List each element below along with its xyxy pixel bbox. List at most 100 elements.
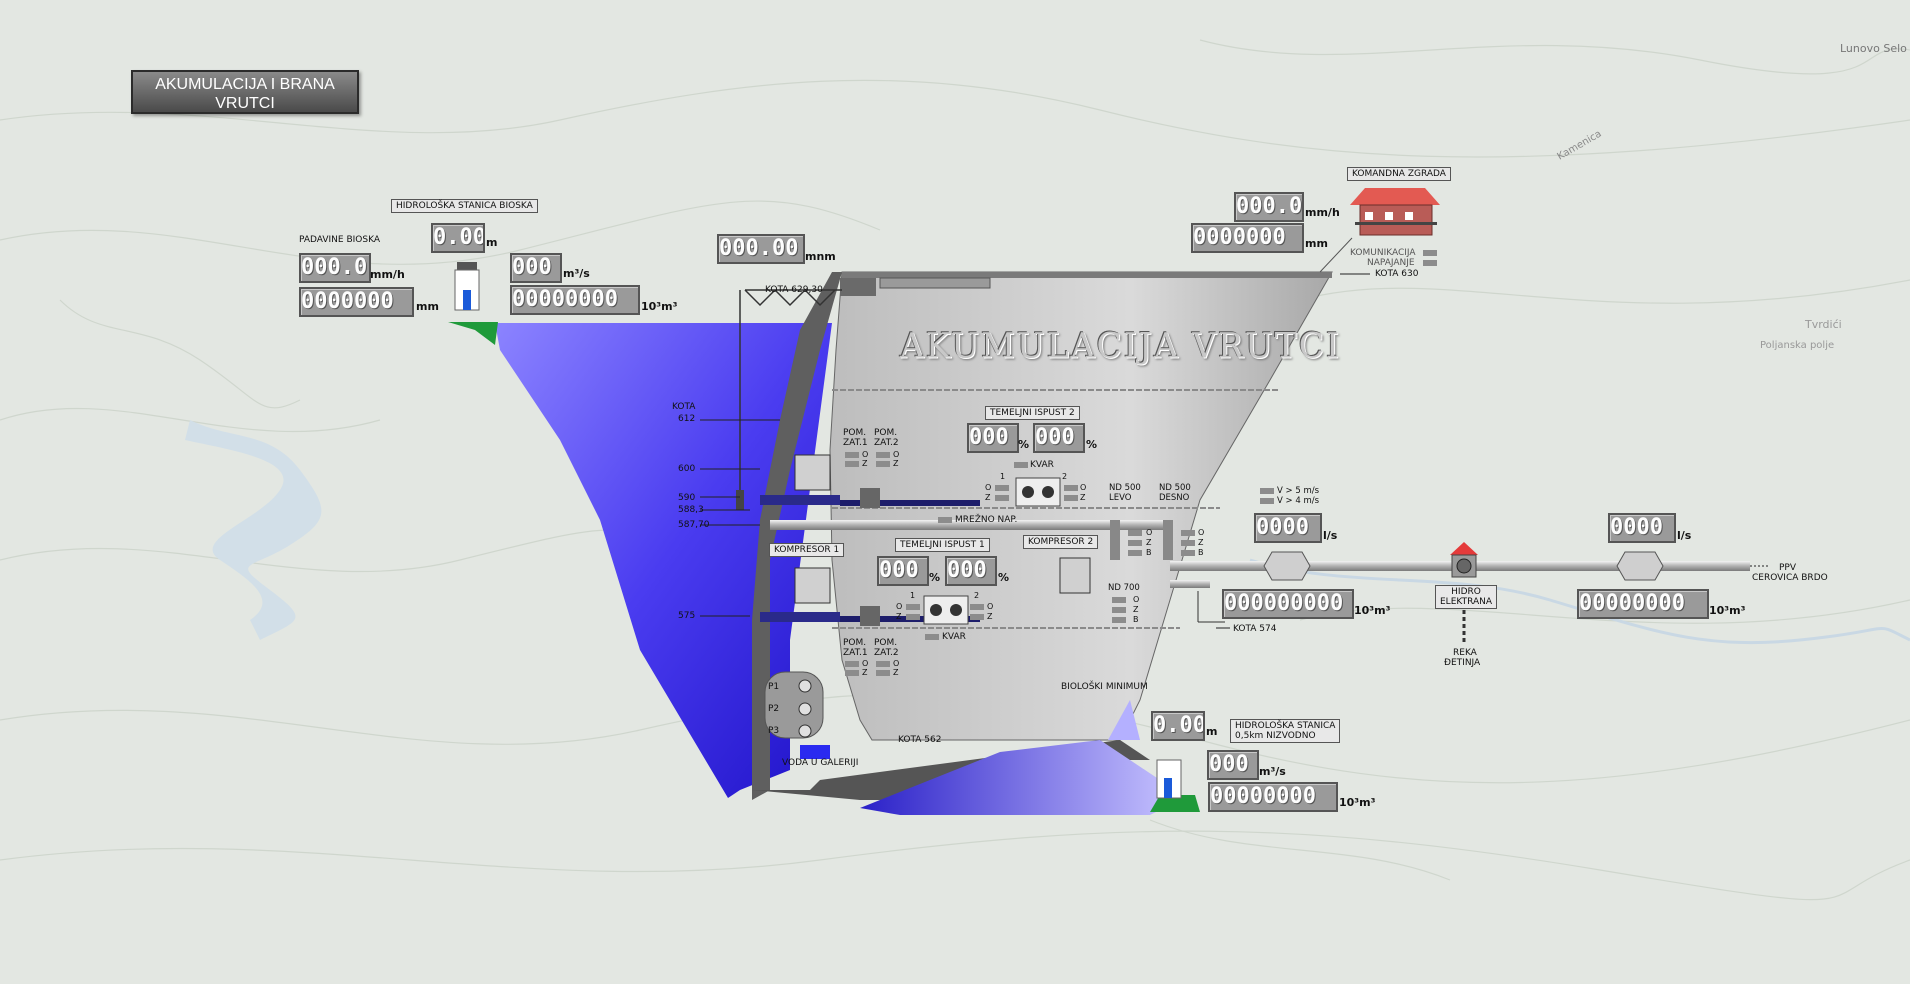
nd700-open-indicator: [1112, 597, 1126, 603]
hydro-plant-label-line2: ELEKTRANA: [1440, 597, 1493, 607]
ispust2-o-label: O: [862, 450, 869, 459]
comm-label: KOMUNIKACIJA: [1350, 248, 1416, 258]
ispust2-label: TEMELJNI ISPUST 2: [985, 406, 1080, 420]
nd-left-open-indicator: [1128, 530, 1142, 536]
ispust1-o-label: O: [987, 602, 994, 611]
pump-label[interactable]: P2: [768, 704, 780, 714]
hydro-plant-label: HIDRO ELEKTRANA: [1435, 585, 1498, 609]
outflow1-volume-display: 000000000: [1222, 589, 1354, 619]
ispust2-zat1-label: POM. ZAT.1: [843, 428, 868, 448]
ispust1-zat1-closed-indicator: [845, 670, 859, 676]
ispust1-zat2-open-indicator: [876, 661, 890, 667]
ispust1-gate2-display: 000: [945, 556, 997, 586]
power-indicator: [1423, 260, 1437, 266]
downstream-water: [860, 740, 1180, 815]
nizvodno-level-display: 0.00: [1151, 711, 1205, 741]
bioska-volume-display: 00000000: [510, 285, 640, 315]
ispust1-unit: %: [929, 571, 941, 584]
hydro-plant: [1450, 542, 1478, 645]
comm-indicator: [1423, 250, 1437, 256]
elevation-label: 590: [678, 493, 696, 503]
ispust1-v1-closed-indicator: [906, 614, 920, 620]
elevation-kota-label: KOTA: [672, 402, 696, 412]
nd-o-label: O: [1146, 528, 1153, 537]
ispust1-z-label: Z: [862, 668, 868, 677]
ispust1-kvar-label: KVAR: [942, 632, 966, 642]
wind-4-label: V > 4 m/s: [1277, 496, 1320, 506]
outflow2-volume-unit: 10³m³: [1709, 604, 1746, 617]
nd-o-label: O: [1133, 595, 1140, 604]
power-label: NAPAJANJE: [1367, 258, 1415, 268]
ispust1-valve1-label: 1: [910, 591, 916, 600]
control-building: [1319, 188, 1440, 273]
nd-o-label: O: [1198, 528, 1205, 537]
bioska-level-display: 0.00: [431, 223, 485, 253]
bio-minimum-label: BIOLOŠKI MINIMUM: [1061, 682, 1148, 692]
map-place-label: Lunovo Selo: [1840, 42, 1907, 55]
gallery-water-label: VODA U GALERIJI: [782, 758, 859, 768]
pump-label[interactable]: P1: [768, 682, 780, 692]
ispust2-valve2-label: 2: [1062, 472, 1068, 481]
ispust2-kvar-label: KVAR: [1030, 460, 1054, 470]
ispust2-kvar-indicator: [1014, 462, 1028, 468]
ispust1-label: TEMELJNI ISPUST 1: [895, 538, 990, 552]
ispust2-zat2-closed-indicator: [876, 461, 890, 467]
map-place-label: Tvrdići: [1805, 318, 1842, 331]
elevation-label: 600: [678, 464, 696, 474]
dam-wall: [752, 272, 842, 800]
elevation-label: 612: [678, 414, 696, 424]
ispust2-valve1-label: 1: [1000, 472, 1006, 481]
map-river: [1249, 558, 1910, 645]
bioska-gauge: [454, 262, 480, 311]
nizvodno-volume-display: 00000000: [1208, 782, 1338, 812]
ispust2-z-label: Z: [1080, 493, 1086, 502]
komandna-rain-rate-display: 000.0: [1234, 192, 1304, 222]
ispust1-zat2-label: POM. ZAT.2: [874, 638, 899, 658]
nizvodno-flow-display: 000: [1207, 750, 1259, 780]
bioska-rain-label: PADAVINE BIOSKA: [299, 235, 380, 245]
ispust1-v2-open-indicator: [970, 604, 984, 610]
nizvodno-label-line2: 0,5km NIZVODNO: [1235, 731, 1316, 741]
ppv-label: PPV: [1779, 563, 1797, 573]
nd-right-open-indicator: [1181, 530, 1195, 536]
ispust2-z-label: Z: [893, 459, 899, 468]
ispust2-v2-closed-indicator: [1064, 495, 1078, 501]
kota-574-label: KOTA 574: [1233, 624, 1277, 634]
nd700-closed-indicator: [1112, 607, 1126, 613]
nd-right-label2: DESNO: [1159, 493, 1190, 503]
wind-5-label: V > 5 m/s: [1277, 486, 1320, 496]
dam-level-unit: mnm: [805, 250, 836, 263]
ispust1-zat1-label: POM. ZAT.1: [843, 638, 868, 658]
ispust1-zat2-closed-indicator: [876, 670, 890, 676]
nd-b-label: B: [1198, 548, 1204, 557]
nizvodno-level-unit: m: [1206, 725, 1218, 738]
crest-label: KOTA 629,30: [765, 285, 823, 295]
outflow2-volume-display: 00000000: [1577, 589, 1709, 619]
ispust2-v2-open-indicator: [1064, 485, 1078, 491]
komandna-label: KOMANDNA ZGRADA: [1347, 167, 1451, 181]
ispust2-v1-closed-indicator: [995, 495, 1009, 501]
dam-level-display: 000.00: [717, 234, 805, 264]
outflow1-volume-unit: 10³m³: [1354, 604, 1391, 617]
bioska-rain-total-display: 0000000: [299, 287, 414, 317]
kota-630-label: KOTA 630: [1375, 269, 1419, 279]
flowmeter-1: [1263, 551, 1311, 581]
map-lake: [185, 420, 322, 640]
nd-left-label1: ND 500: [1109, 483, 1141, 493]
bottom-kota-label: KOTA 562: [898, 735, 942, 745]
ispust1-gate1-display: 000: [877, 556, 929, 586]
screen-title-box: AKUMULACIJA I BRANA VRUTCI: [131, 70, 359, 114]
pump-label[interactable]: P3: [768, 726, 780, 736]
ispust1-v2-closed-indicator: [970, 614, 984, 620]
nizvodno-label-line1: HIDROLOŠKA STANICA: [1235, 721, 1336, 731]
elevation-label: 588,3: [678, 505, 704, 515]
river-label-line1: REKA: [1453, 648, 1477, 658]
reservoir-water: [495, 323, 832, 798]
ispust2-zat2-open-indicator: [876, 452, 890, 458]
nd-left-label2: LEVO: [1109, 493, 1132, 503]
ispust2-z-label: Z: [985, 493, 991, 502]
ispust1-kvar-indicator: [925, 634, 939, 640]
ispust1-zat1-open-indicator: [845, 661, 859, 667]
